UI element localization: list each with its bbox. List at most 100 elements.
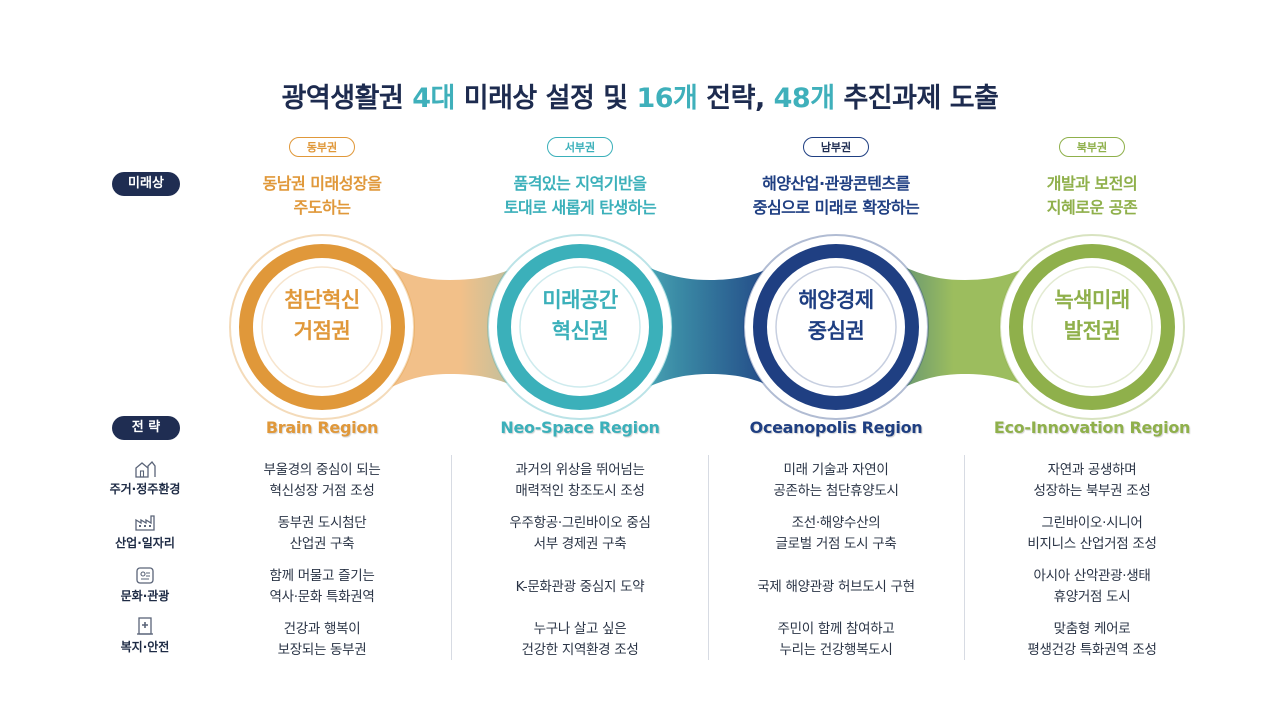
vision-line: 중심으로 미래로 확장하는 [752, 198, 920, 217]
region-vision: 개발과 보전의 지혜로운 공존 [972, 172, 1212, 220]
strategy-line: 역사·문화 특화권역 [269, 589, 375, 605]
column-divider [708, 455, 709, 660]
region-circle-label: 녹색미래 발전권 [1012, 285, 1172, 347]
strategy-line: 동부권 도시첨단 [277, 515, 367, 531]
strategy-cell: 미래 기술과 자연이 공존하는 첨단휴양도시 [716, 460, 956, 502]
region-english-name: Brain Region [265, 418, 379, 437]
strategy-line: 조선·해양수산의 [791, 515, 881, 531]
strategy-line: 건강한 지역환경 조성 [521, 642, 639, 658]
strategy-line: 누리는 건강행복도시 [779, 642, 893, 658]
strategy-line: 성장하는 북부권 조성 [1033, 483, 1151, 499]
strategy-line: 미래 기술과 자연이 [783, 462, 889, 478]
title-highlight: 4대 [412, 83, 455, 114]
page-title: 광역생활권 4대 미래상 설정 및 16개 전략, 48개 추진과제 도출 [0, 76, 1280, 115]
strategy-cell: 자연과 공생하며 성장하는 북부권 조성 [972, 460, 1212, 502]
circle-line: 발전권 [1063, 319, 1121, 343]
strategy-cell: 우주항공·그린바이오 중심 서부 경제권 구축 [460, 513, 700, 555]
column-divider [451, 455, 452, 660]
strategy-line: 아시아 산악관광·생태 [1033, 568, 1151, 584]
vision-line: 품격있는 지역기반을 [513, 174, 647, 193]
region-area-pill: 동부권 [289, 137, 355, 157]
strategy-line: 자연과 공생하며 [1047, 462, 1137, 478]
strategy-cell: 누구나 살고 싶은 건강한 지역환경 조성 [460, 619, 700, 661]
strategy-cell: 과거의 위상을 뛰어넘는 매력적인 창조도시 조성 [460, 460, 700, 502]
strategy-line: 글로벌 거점 도시 구축 [775, 536, 897, 552]
region-area-pill: 서부권 [547, 137, 613, 157]
region-vision: 품격있는 지역기반을 토대로 새롭게 탄생하는 [460, 172, 700, 220]
region-english-name: Eco-Innovation Region [993, 418, 1191, 437]
strategy-line: 그린바이오·시니어 [1041, 515, 1143, 531]
factory-icon [135, 515, 155, 531]
strategy-cell: 조선·해양수산의 글로벌 거점 도시 구축 [716, 513, 956, 555]
circle-line: 혁신권 [551, 319, 609, 343]
circle-line: 미래공간 [542, 288, 618, 312]
welfare-icon [137, 617, 153, 635]
title-highlight: 16개 [636, 83, 698, 114]
region-circle-ring [497, 244, 663, 410]
strategy-cell: 그린바이오·시니어 비지니스 산업거점 조성 [972, 513, 1212, 555]
category-culture: 문화·관광 [95, 565, 195, 604]
strategy-line: K-문화관광 중심지 도약 [515, 579, 645, 595]
strategy-line: 매력적인 창조도시 조성 [515, 483, 645, 499]
strategy-line: 혁신성장 거점 조성 [269, 483, 375, 499]
title-highlight: 48개 [773, 83, 835, 114]
region-circle-label: 첨단혁신 거점권 [242, 285, 402, 347]
region-circle-ring [239, 244, 405, 410]
vision-line: 토대로 새롭게 탄생하는 [503, 198, 657, 217]
strategy-cell: 건강과 행복이 보장되는 동부권 [202, 619, 442, 661]
strategy-cell: 아시아 산악관광·생태 휴양거점 도시 [972, 566, 1212, 608]
title-text: 미래상 설정 및 [454, 83, 637, 114]
circle-line: 해양경제 [798, 288, 874, 312]
title-text: 추진과제 도출 [834, 83, 999, 114]
strategy-cell: 동부권 도시첨단 산업권 구축 [202, 513, 442, 555]
strategy-line: 공존하는 첨단휴양도시 [773, 483, 899, 499]
category-industry: 산업·일자리 [95, 512, 195, 551]
vision-line: 해양산업·관광콘텐츠를 [762, 174, 910, 193]
category-housing: 주거·정주환경 [95, 458, 195, 497]
strategy-line: 건강과 행복이 [283, 621, 361, 637]
category-label: 복지·안전 [120, 640, 170, 654]
strategy-cell: 맞춤형 케어로 평생건강 특화권역 조성 [972, 619, 1212, 661]
region-circle-inner [519, 266, 641, 388]
strategy-line: 휴양거점 도시 [1053, 589, 1131, 605]
column-divider [964, 455, 965, 660]
region-area-pill: 남부권 [803, 137, 869, 157]
region-english-name: Oceanopolis Region [749, 418, 923, 437]
category-label: 문화·관광 [120, 589, 170, 603]
strategy-line: 과거의 위상을 뛰어넘는 [515, 462, 645, 478]
strategy-cell: 함께 머물고 즐기는 역사·문화 특화권역 [202, 566, 442, 608]
house-icon [135, 461, 156, 478]
region-circle-ring [1009, 244, 1175, 410]
strategy-line: 주민이 함께 참여하고 [777, 621, 895, 637]
region-area-pill: 북부권 [1059, 137, 1125, 157]
category-label: 주거·정주환경 [109, 482, 181, 496]
strategy-line: 보장되는 동부권 [277, 642, 367, 658]
strategy-line: 국제 해양관광 허브도시 구현 [757, 579, 915, 595]
strategy-line: 비지니스 산업거점 조성 [1027, 536, 1157, 552]
strategy-row-label: 전 략 [112, 416, 180, 440]
category-welfare: 복지·안전 [95, 616, 195, 655]
region-circle-label: 미래공간 혁신권 [500, 285, 660, 347]
strategy-line: 함께 머물고 즐기는 [269, 568, 375, 584]
title-text: 전략, [697, 83, 774, 114]
region-circle-inner [775, 266, 897, 388]
category-label: 산업·일자리 [115, 536, 175, 550]
strategy-line: 서부 경제권 구축 [533, 536, 627, 552]
region-circle-inner [261, 266, 383, 388]
strategy-line: 평생건강 특화권역 조성 [1027, 642, 1157, 658]
region-circle-inner [1031, 266, 1153, 388]
vision-line: 개발과 보전의 [1046, 174, 1138, 193]
strategy-line: 맞춤형 케어로 [1053, 621, 1131, 637]
region-english-name: Neo-Space Region [500, 418, 660, 437]
vision-line: 동남권 미래성장을 [262, 174, 382, 193]
region-circle-ring [753, 244, 919, 410]
strategy-line: 우주항공·그린바이오 중심 [509, 515, 651, 531]
circle-line: 중심권 [807, 319, 865, 343]
strategy-cell: 부울경의 중심이 되는 혁신성장 거점 조성 [202, 460, 442, 502]
region-vision: 동남권 미래성장을 주도하는 [202, 172, 442, 220]
region-circle-label: 해양경제 중심권 [756, 285, 916, 347]
strategy-line: 부울경의 중심이 되는 [263, 462, 381, 478]
culture-icon [136, 567, 154, 584]
